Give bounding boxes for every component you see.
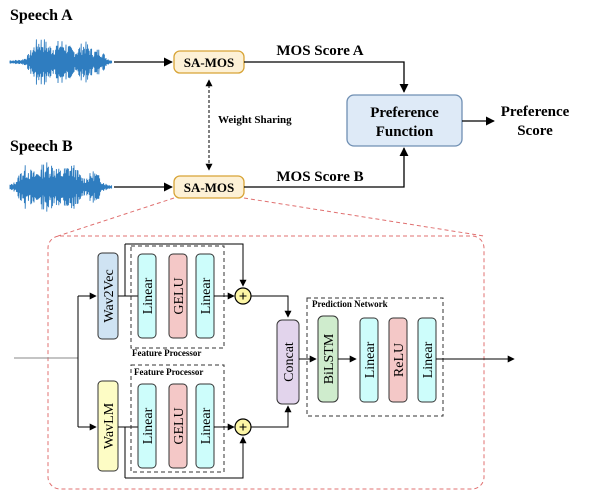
plus-bottom-to-concat [251, 405, 292, 428]
sa-mos-bottom-label: SA-MOS [184, 180, 235, 195]
pn-linear-1-label: Linear [363, 341, 378, 378]
sa-mos-detail-container [47, 235, 485, 490]
mos-b-line [244, 147, 409, 188]
weight-sharing-label: Weight Sharing [218, 114, 292, 126]
zoom-line-right [243, 197, 485, 237]
speech-a-waveform [9, 39, 113, 85]
mos-score-a-label: MOS Score A [276, 43, 363, 59]
preference-score-label-1: Preference [501, 104, 570, 120]
waveform-path [9, 39, 113, 85]
fp-top-linear-1-label: Linear [141, 277, 156, 314]
pn-linear-1: Linear [359, 317, 379, 403]
fp-bottom-linear-1-label: Linear [141, 407, 156, 444]
feature-processor-top-box [130, 245, 225, 349]
feature-processor-bottom-label: Feature Processor [134, 367, 203, 377]
prediction-network-box [306, 297, 444, 417]
fp-bottom-gelu: GELU [168, 383, 188, 469]
pn-bilstm: BiLSTM [317, 315, 339, 403]
fp-top-gelu-label: GELU [172, 277, 187, 314]
fp-top-linear-2-label: Linear [199, 277, 214, 314]
wav2vec-skip-top [125, 243, 247, 287]
sa-mos-top-box: SA-MOS [173, 50, 245, 74]
fp-bottom-linear-2: Linear [195, 383, 215, 469]
preference-function-box: Preference Function [346, 94, 463, 147]
sa-mos-bottom-box: SA-MOS [173, 175, 245, 199]
wavlm-label: WavLM [102, 402, 117, 449]
wav2vec-label: Wav2Vec [102, 269, 117, 322]
preference-function-label-2: Function [376, 124, 434, 140]
fp-bottom-linear-1: Linear [137, 383, 157, 469]
pn-relu: ReLU [388, 317, 408, 403]
feature-processor-bottom-box [130, 364, 225, 473]
fp-top-linear-2: Linear [195, 253, 215, 339]
preference-function-label-1: Preference [370, 105, 439, 121]
zoom-line-left [57, 197, 175, 237]
pn-relu-label: ReLU [392, 343, 407, 377]
plus-bottom-icon: + [234, 418, 252, 436]
pn-linear-2: Linear [417, 317, 437, 403]
pn-bilstm-label: BiLSTM [322, 333, 337, 384]
svg-text:+: + [239, 289, 248, 305]
prediction-network-label: Prediction Network [312, 299, 388, 309]
mos-score-b-label: MOS Score B [276, 169, 363, 185]
fp-bottom-linear-2-label: Linear [199, 407, 214, 444]
plus-top-icon: + [234, 287, 252, 305]
preference-score-label-2: Score [517, 123, 553, 139]
speech-a-label: Speech A [10, 7, 73, 24]
concat-label: Concat [282, 342, 297, 382]
plus-top-to-concat [251, 295, 292, 318]
sa-mos-top-label: SA-MOS [184, 55, 235, 70]
wavlm-skip-bottom [125, 436, 247, 479]
feature-processor-top-label: Feature Processor [132, 348, 201, 358]
concat-block: Concat [276, 319, 300, 405]
mos-a-line [244, 61, 409, 93]
speech-b-waveform [9, 162, 113, 212]
pn-linear-2-label: Linear [421, 341, 436, 378]
fp-top-linear-1: Linear [137, 253, 157, 339]
fp-bottom-gelu-label: GELU [172, 407, 187, 444]
wav2vec-block: Wav2Vec [97, 252, 119, 340]
fp-top-gelu: GELU [168, 253, 188, 339]
speech-b-label: Speech B [10, 138, 73, 155]
svg-text:+: + [239, 420, 248, 436]
wavlm-block: WavLM [97, 380, 119, 472]
waveform-path [9, 162, 113, 212]
